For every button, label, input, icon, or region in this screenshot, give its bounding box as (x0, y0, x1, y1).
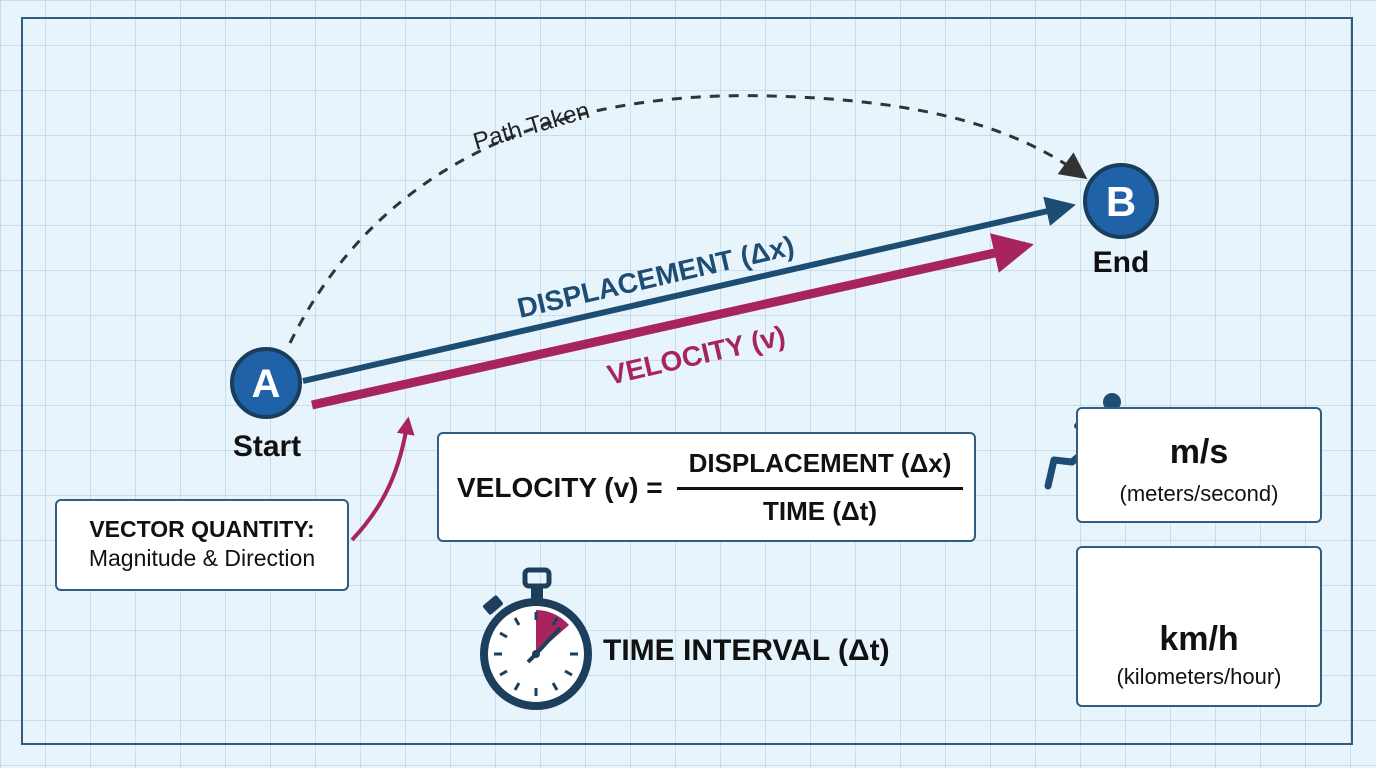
formula-denominator: TIME (Δt) (763, 496, 877, 526)
time-interval-label: TIME INTERVAL (Δt) (603, 634, 890, 667)
displacement-arrow (302, 196, 1076, 384)
point-b-letter: B (1106, 178, 1136, 225)
vector-quantity-subtitle: Magnitude & Direction (88, 545, 316, 571)
vector-quantity-title: VECTOR QUANTITY: (89, 516, 315, 542)
velocity-formula-box: VELOCITY (v) = DISPLACEMENT (Δx) TIME (Δ… (437, 432, 976, 542)
formula-lhs: VELOCITY (v) = (457, 472, 663, 503)
unit-box-ms: m/s (meters/second) (1076, 407, 1322, 523)
path-taken-curve (288, 94, 1088, 344)
diagram-frame (21, 17, 1353, 745)
end-label: End (1093, 246, 1150, 279)
vector-quantity-box: VECTOR QUANTITY: Magnitude & Direction (55, 499, 349, 591)
stopwatch-icon (480, 567, 592, 710)
path-taken-label: Path Taken (470, 97, 592, 156)
point-b-marker: B (1083, 163, 1159, 239)
velocity-arrow (311, 233, 1034, 410)
point-a-marker: A (230, 347, 302, 419)
unit-ms-description: (meters/second) (1119, 481, 1279, 506)
unit-ms: m/s (1169, 433, 1229, 471)
formula-fraction-bar (677, 487, 963, 490)
unit-kmh-description: (kilometers/hour) (1116, 664, 1282, 689)
vector-pointer-arrow (350, 416, 415, 542)
formula-numerator: DISPLACEMENT (Δx) (688, 448, 952, 478)
start-label: Start (233, 430, 301, 463)
unit-box-kmh: km/h (kilometers/hour) (1076, 546, 1322, 707)
unit-kmh: km/h (1159, 620, 1239, 658)
point-a-letter: A (252, 362, 281, 406)
